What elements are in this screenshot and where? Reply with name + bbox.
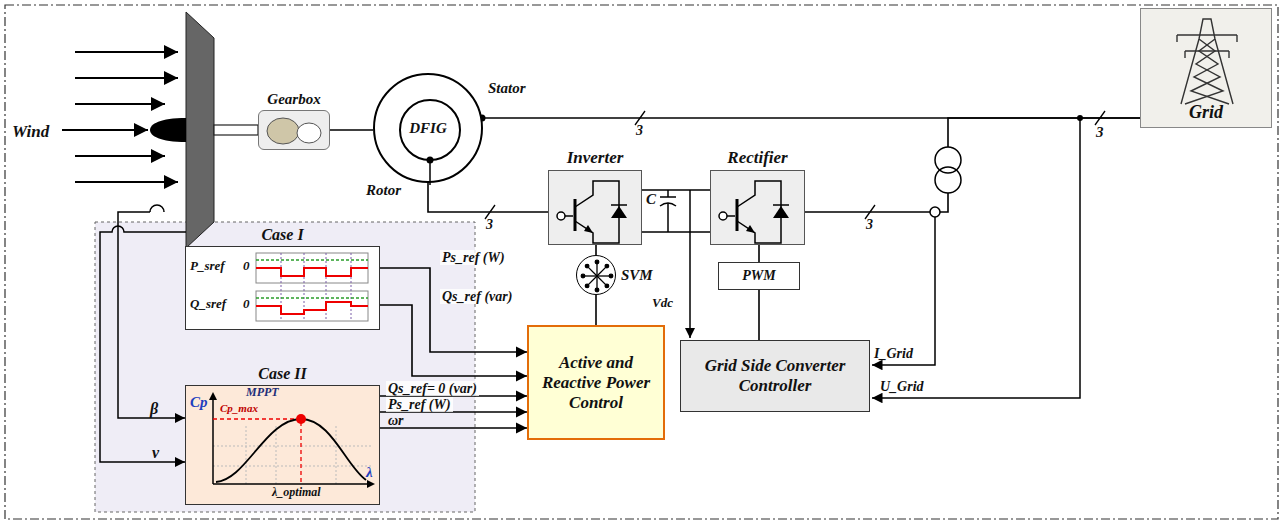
pwm-box: PWM (718, 262, 800, 290)
box-heading: Rectifier (727, 148, 787, 168)
box-label: Grid (1189, 102, 1223, 123)
box-heading: Case II (258, 365, 306, 383)
current-sensor (930, 207, 940, 217)
rotor-label: Rotor (366, 182, 401, 199)
axis-value: 0 (243, 297, 250, 311)
axis-label: λ (366, 464, 373, 481)
grid-box: Grid (1140, 8, 1272, 128)
box-label: DFIG (409, 120, 447, 137)
node-drawing (711, 171, 806, 246)
gearbox-box: Gearbox (258, 110, 330, 150)
signal-name: P_sref (190, 259, 225, 273)
capacitor-label: C (646, 191, 656, 208)
control-box: Active and Reactive Power Control (527, 325, 665, 440)
current-wire (872, 217, 935, 365)
axis-label: λ_optimal (272, 486, 321, 499)
connector (380, 305, 527, 376)
wind-arrows (62, 52, 178, 182)
edge-label: ωr (386, 413, 406, 428)
node-drawing (577, 256, 617, 296)
inverter-box: Inverter (548, 170, 642, 245)
rectifier-box: Rectifier (710, 170, 805, 245)
connector (758, 245, 760, 262)
box-label: PWM (742, 268, 775, 284)
connector (758, 290, 760, 340)
voltage-wire (872, 118, 1080, 398)
node-drawing (549, 171, 643, 246)
wind-label: Wind (12, 122, 49, 141)
box-label: SVM (621, 267, 653, 284)
edge-label: Ps_ref (W) (440, 250, 507, 265)
box-heading: Inverter (567, 148, 624, 168)
signal-name: I_Grid (874, 346, 913, 361)
edge-label: 3 (484, 217, 495, 232)
axis-label: Cp_max (220, 402, 258, 414)
signal-name: Vdc (652, 296, 673, 310)
box-heading: Case I (261, 226, 303, 244)
pitch-wire (118, 212, 185, 418)
edge-label: Ps_ref (W) (386, 397, 453, 412)
svm-circle: SVM (576, 255, 616, 295)
signal-name: v (152, 444, 159, 462)
control-region (95, 222, 475, 512)
stator-label: Stator (488, 80, 526, 97)
junction-dot (1077, 115, 1083, 121)
node-drawing (259, 111, 331, 151)
turbine-blade (186, 12, 214, 248)
curve-title: MPPT (246, 386, 279, 399)
signal-name: U_Grid (880, 379, 924, 394)
edge-label: 3 (634, 123, 645, 138)
edge-label: Qs_ref (var) (440, 289, 514, 304)
outer-border (5, 5, 1278, 519)
axis-label: Cp (190, 394, 208, 411)
box-label: Active and Reactive Power Control (535, 353, 657, 413)
wind-speed-wire (100, 226, 186, 462)
vdc-wire (689, 190, 691, 338)
edge-label: Qs_ref= 0 (var) (386, 381, 479, 396)
connector (642, 189, 710, 191)
generator-circle: DFIG (373, 73, 483, 183)
shaft (214, 125, 258, 135)
box-heading: Gearbox (267, 91, 320, 108)
axis-value: 0 (243, 259, 250, 273)
connector (428, 183, 548, 212)
connector (380, 268, 527, 352)
signal-name: Q_sref (190, 297, 226, 311)
turbine-hub (150, 118, 186, 142)
connector (595, 295, 597, 325)
connector (330, 129, 373, 131)
edge-label: 3 (864, 217, 875, 232)
dc-link (642, 190, 710, 232)
pitch-symbol (150, 205, 164, 212)
connector (595, 245, 597, 255)
controller-box: Grid Side Converter Controller (680, 340, 870, 412)
transformer-symbol (935, 147, 961, 193)
box-label: Grid Side Converter Controller (687, 356, 863, 396)
signal-name: β (150, 400, 158, 418)
phase-count: 3 (1096, 124, 1104, 141)
connector (805, 118, 1140, 212)
